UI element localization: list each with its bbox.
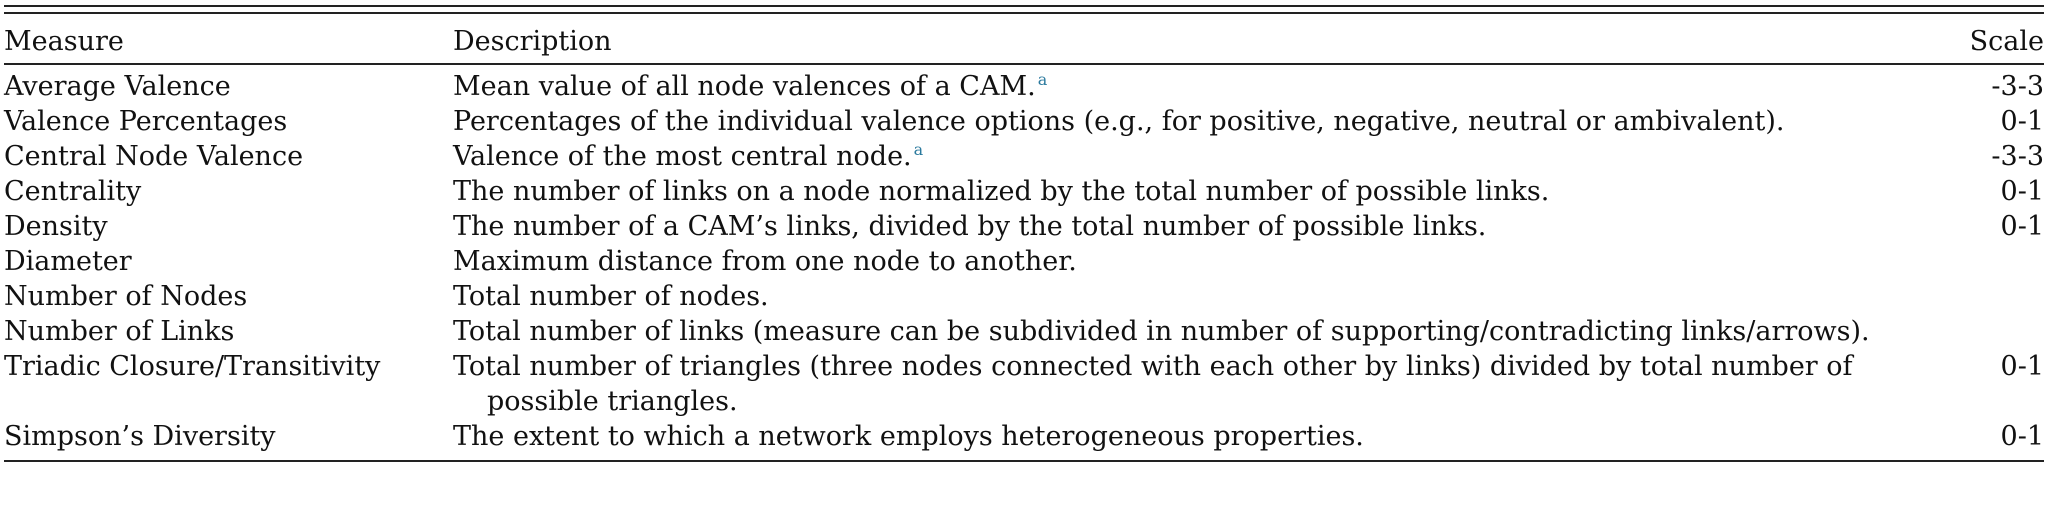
- table-body: Average Valence Mean value of all node va…: [4, 64, 2044, 454]
- table-row: Number of Links Total number of links (me…: [4, 314, 2044, 349]
- cell-scale: [1962, 244, 2044, 279]
- description-text-wrapper: The number of links on a node normalized…: [453, 174, 1962, 209]
- cell-scale: [1962, 279, 2044, 314]
- description-text-wrapper: Total number of nodes.: [453, 279, 1962, 314]
- description-text-wrapper: Total number of links (measure can be su…: [453, 314, 1962, 349]
- bottom-rule: [4, 460, 2044, 462]
- top-double-rule: [4, 5, 2044, 14]
- header-row: Measure Description Scale: [4, 14, 2044, 65]
- measures-table: Measure Description Scale Average Valenc…: [4, 14, 2044, 454]
- description-text: Total number of links (measure can be su…: [453, 316, 1870, 347]
- table-row: Density The number of a CAM’s links, divi…: [4, 209, 2044, 244]
- table-row: Simpson’s Diversity The extent to which a…: [4, 419, 2044, 454]
- description-text: Percentages of the individual valence op…: [453, 106, 1785, 137]
- cell-description: Total number of nodes.: [453, 279, 1962, 314]
- cell-measure: Central Node Valence: [4, 141, 304, 172]
- description-text-wrapper: Percentages of the individual valence op…: [453, 104, 1962, 139]
- cell-description: Maximum distance from one node to anothe…: [453, 244, 1962, 279]
- description-text: Mean value of all node valences of a CAM…: [453, 71, 1036, 102]
- cell-measure: Simpson’s Diversity: [4, 421, 276, 452]
- cell-scale: 0-1: [2000, 421, 2044, 452]
- table-row: Average Valence Mean value of all node va…: [4, 64, 2044, 104]
- header-description: Description: [453, 14, 1962, 65]
- cell-measure: Density: [4, 211, 108, 242]
- description-text-wrapper: The number of a CAM’s links, divided by …: [453, 209, 1962, 244]
- cell-scale: -3-3: [1991, 141, 2044, 172]
- cell-description: The extent to which a network employs he…: [453, 419, 1962, 454]
- table-row: Number of Nodes Total number of nodes.: [4, 279, 2044, 314]
- description-text: Valence of the most central node.: [453, 141, 912, 172]
- cell-measure: Number of Nodes: [4, 281, 248, 312]
- cell-scale: 0-1: [2000, 351, 2044, 382]
- cell-measure: Number of Links: [4, 316, 235, 347]
- table-row: Diameter Maximum distance from one node t…: [4, 244, 2044, 279]
- table-row: Valence Percentages Percentages of the in…: [4, 104, 2044, 139]
- cell-description: Total number of triangles (three nodes c…: [453, 349, 1962, 419]
- table-row: Central Node Valence Valence of the most …: [4, 139, 2044, 174]
- table-row: Centrality The number of links on a node …: [4, 174, 2044, 209]
- description-text: The number of a CAM’s links, divided by …: [453, 211, 1487, 242]
- table-row: Triadic Closure/Transitivity Total number…: [4, 349, 2044, 419]
- header-scale: Scale: [1962, 14, 2044, 65]
- cell-description: Percentages of the individual valence op…: [453, 104, 1962, 139]
- cell-measure: Diameter: [4, 246, 132, 277]
- cell-scale: [1962, 314, 2044, 349]
- cell-scale: 0-1: [2000, 106, 2044, 137]
- description-text-wrapper: Mean value of all node valences of a CAM…: [453, 69, 1962, 104]
- cell-description: The number of a CAM’s links, divided by …: [453, 209, 1962, 244]
- cell-description: Mean value of all node valences of a CAM…: [453, 64, 1962, 104]
- cell-measure: Valence Percentages: [4, 106, 288, 137]
- description-text-wrapper: Valence of the most central node.a: [453, 139, 1962, 174]
- description-text: Total number of nodes.: [453, 281, 769, 312]
- description-text: The number of links on a node normalized…: [453, 176, 1550, 207]
- cell-description: Total number of links (measure can be su…: [453, 314, 1962, 349]
- cell-measure: Average Valence: [4, 71, 231, 102]
- cell-measure: Centrality: [4, 176, 142, 207]
- measures-table-container: Measure Description Scale Average Valenc…: [4, 0, 2044, 462]
- description-text-wrapper: Maximum distance from one node to anothe…: [453, 244, 1962, 279]
- cell-scale: 0-1: [2000, 176, 2044, 207]
- description-text: The extent to which a network employs he…: [453, 421, 1364, 452]
- cell-description: The number of links on a node normalized…: [453, 174, 1962, 209]
- description-text-wrapper: The extent to which a network employs he…: [453, 419, 1962, 454]
- description-text: Maximum distance from one node to anothe…: [453, 246, 1077, 277]
- cell-measure: Triadic Closure/Transitivity: [4, 351, 381, 382]
- description-text: Total number of triangles (three nodes c…: [453, 351, 1853, 417]
- cell-scale: 0-1: [2000, 211, 2044, 242]
- cell-description: Valence of the most central node.a: [453, 139, 1962, 174]
- header-measure: Measure: [4, 14, 453, 65]
- cell-scale: -3-3: [1991, 71, 2044, 102]
- footnote-marker[interactable]: a: [1037, 70, 1048, 89]
- description-text-wrapper: Total number of triangles (three nodes c…: [453, 349, 1962, 419]
- footnote-marker[interactable]: a: [913, 140, 924, 159]
